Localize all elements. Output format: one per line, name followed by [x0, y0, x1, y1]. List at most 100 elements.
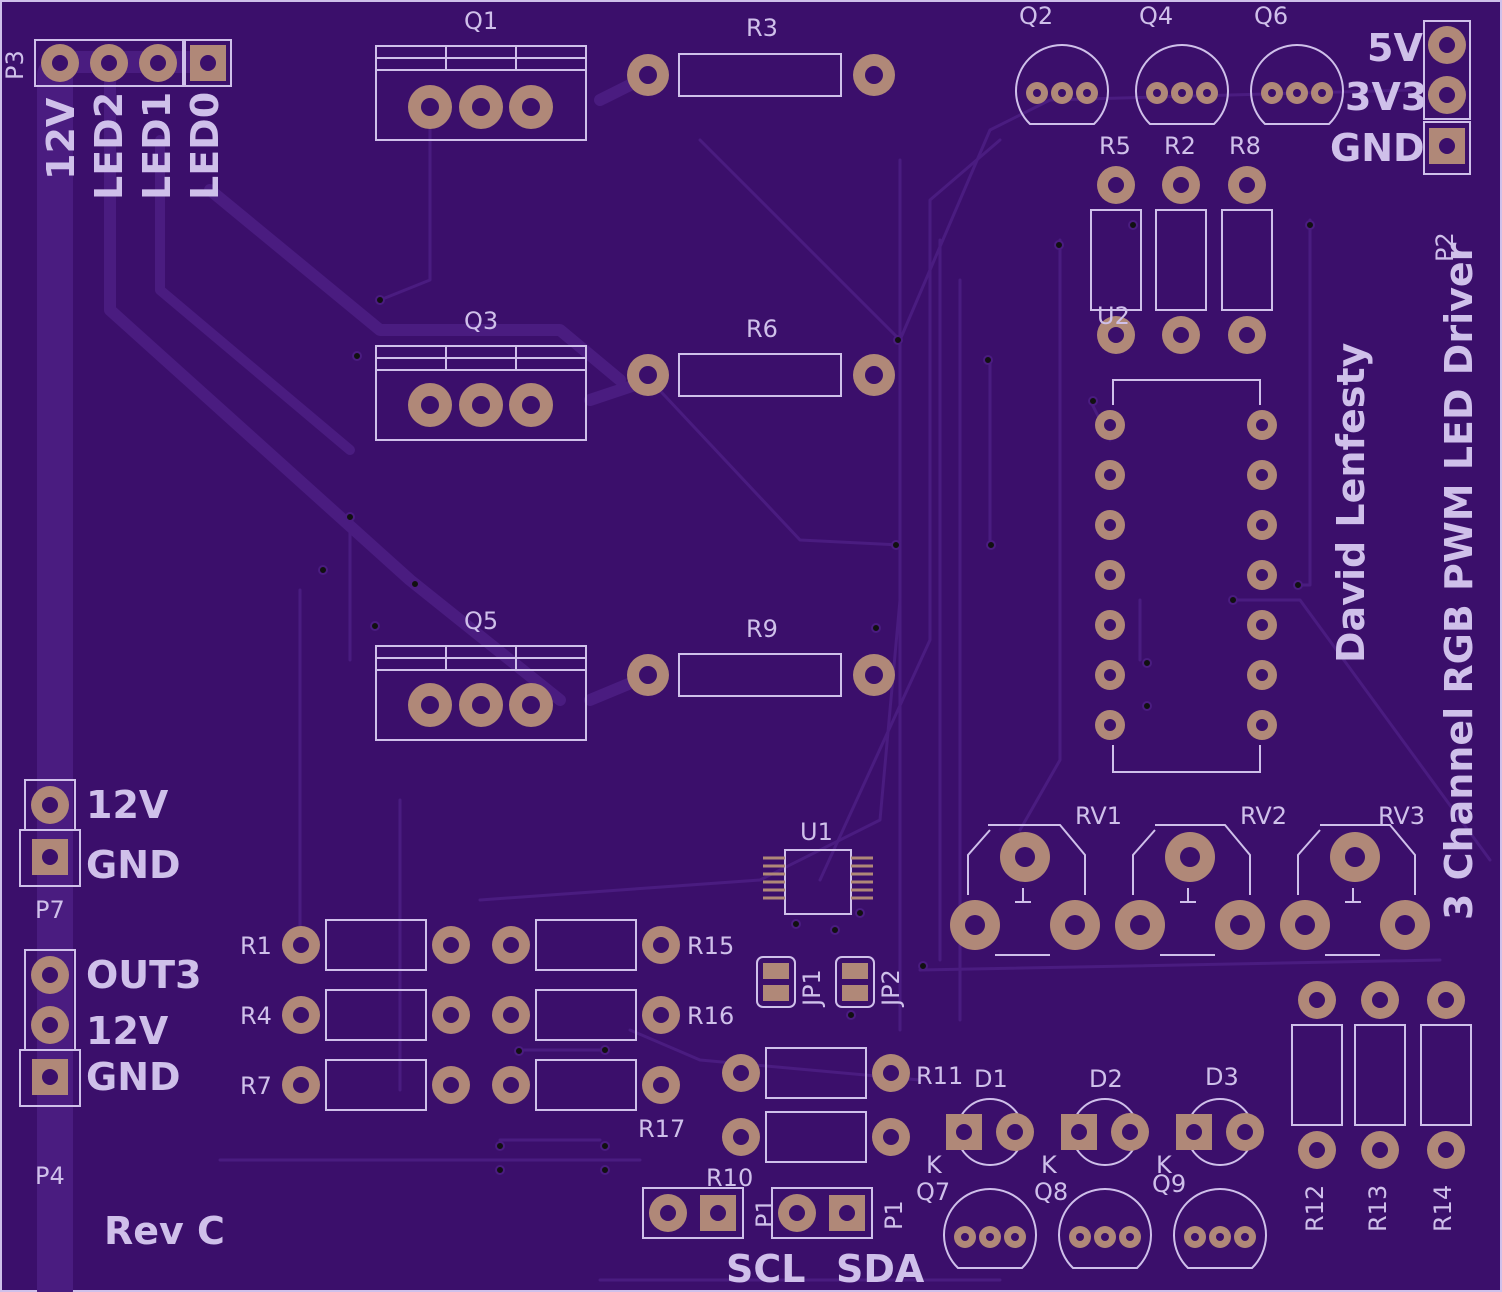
- p4-pin1-box: [19, 1049, 81, 1107]
- u2-outline: [1112, 379, 1261, 773]
- q7-ref: Q7: [916, 1178, 951, 1206]
- r17-body: [535, 1059, 637, 1111]
- via: [410, 579, 420, 589]
- p7-pin-label-gnd: GND: [86, 843, 181, 887]
- q5-ref: Q5: [464, 607, 499, 635]
- jp2-ref: JP2: [877, 969, 905, 1006]
- r9-body: [678, 653, 842, 697]
- via: [846, 1010, 856, 1020]
- via: [893, 335, 903, 345]
- via: [1228, 595, 1238, 605]
- q8-outline: [1058, 1188, 1152, 1269]
- p4-pin-label-out3: OUT3: [86, 953, 202, 997]
- r13-ref: R13: [1364, 1184, 1392, 1232]
- r16-ref: R16: [687, 1002, 735, 1030]
- pad-smd[interactable]: [842, 985, 868, 1001]
- q3-ref: Q3: [464, 307, 499, 335]
- p3-outline: [34, 39, 184, 87]
- via: [1054, 240, 1064, 250]
- r3-body: [678, 53, 842, 97]
- r3-ref: R3: [746, 14, 778, 42]
- r13-body: [1354, 1024, 1406, 1126]
- via: [370, 621, 380, 631]
- via: [986, 540, 996, 550]
- p2-pin1-box: [1423, 121, 1471, 175]
- q9-outline: [1173, 1188, 1267, 1269]
- p1-sda-ref: P1: [880, 1200, 908, 1230]
- d3-cathode-label: K: [1156, 1151, 1172, 1179]
- r5-body: [1090, 209, 1142, 311]
- p3-ref: P3: [1, 50, 29, 80]
- revision-label: Rev C: [104, 1209, 225, 1253]
- q1-outline: [375, 45, 587, 141]
- via: [791, 919, 801, 929]
- r7-body: [325, 1059, 427, 1111]
- p1-scl-ref: P1: [751, 1198, 779, 1228]
- r4-ref: R4: [240, 1002, 272, 1030]
- r6-body: [678, 353, 842, 397]
- d2-ref: D2: [1089, 1065, 1123, 1093]
- p2-outline: [1423, 20, 1471, 120]
- p3-pin-label-12v: 12V: [39, 97, 83, 180]
- r10-ref: R10: [706, 1164, 754, 1192]
- pad-smd[interactable]: [842, 963, 868, 979]
- i2c-label-scl: SCL: [726, 1247, 806, 1291]
- q8-ref: Q8: [1034, 1178, 1069, 1206]
- rv1-outline: [967, 824, 1086, 956]
- u1-leads: [763, 856, 873, 900]
- q5-outline: [375, 645, 587, 741]
- via: [600, 1165, 610, 1175]
- r15-ref: R15: [687, 932, 735, 960]
- rv1-ref: RV1: [1075, 802, 1123, 830]
- r9-ref: R9: [746, 615, 778, 643]
- r1-ref: R1: [240, 932, 272, 960]
- q3-outline: [375, 345, 587, 441]
- r14-body: [1420, 1024, 1472, 1126]
- board-title: 3 Channel RGB PWM LED Driver: [1437, 242, 1481, 920]
- p4-pin-label-gnd: GND: [86, 1055, 181, 1099]
- pad-smd[interactable]: [763, 963, 789, 979]
- drill-holes: [42, 37, 1455, 1241]
- via: [1305, 220, 1315, 230]
- scl-header-outline: [642, 1187, 744, 1239]
- q4-ref: Q4: [1139, 2, 1174, 30]
- via: [514, 1046, 524, 1056]
- sda-header-outline: [771, 1187, 873, 1239]
- r10-body: [765, 1111, 867, 1163]
- p2-pin-label-3v3: 3V3: [1345, 75, 1428, 119]
- via: [352, 351, 362, 361]
- r5-ref: R5: [1099, 132, 1131, 160]
- pad-smd[interactable]: [763, 985, 789, 1001]
- r7-ref: R7: [240, 1072, 272, 1100]
- vias: [318, 220, 1315, 1175]
- r12-ref: R12: [1301, 1184, 1329, 1232]
- r6-ref: R6: [746, 315, 778, 343]
- p3-pin-label-led0: LED0: [183, 91, 227, 200]
- p4-ref: P4: [35, 1162, 65, 1190]
- author-label: David Lenfesty: [1329, 342, 1373, 663]
- d1-cathode-label: K: [926, 1151, 942, 1179]
- r17-ref: R17: [638, 1115, 686, 1143]
- via: [871, 623, 881, 633]
- r4-body: [325, 989, 427, 1041]
- via: [318, 565, 328, 575]
- rv3-ref: RV3: [1378, 802, 1426, 830]
- p3-pin-label-led1: LED1: [135, 91, 179, 200]
- q1-ref: Q1: [464, 7, 499, 35]
- via: [1088, 396, 1098, 406]
- q2-ref: Q2: [1019, 2, 1054, 30]
- via: [1128, 220, 1138, 230]
- via: [918, 961, 928, 971]
- r8-ref: R8: [1229, 132, 1261, 160]
- rv2-outline: [1132, 824, 1251, 956]
- q2-outline: [1015, 44, 1109, 125]
- r14-ref: R14: [1429, 1184, 1457, 1232]
- q6-outline: [1250, 44, 1344, 125]
- q6-ref: Q6: [1254, 2, 1289, 30]
- via: [600, 1045, 610, 1055]
- silkscreen: [19, 20, 1472, 1269]
- q4-outline: [1135, 44, 1229, 125]
- jp2-outline: [835, 956, 875, 1008]
